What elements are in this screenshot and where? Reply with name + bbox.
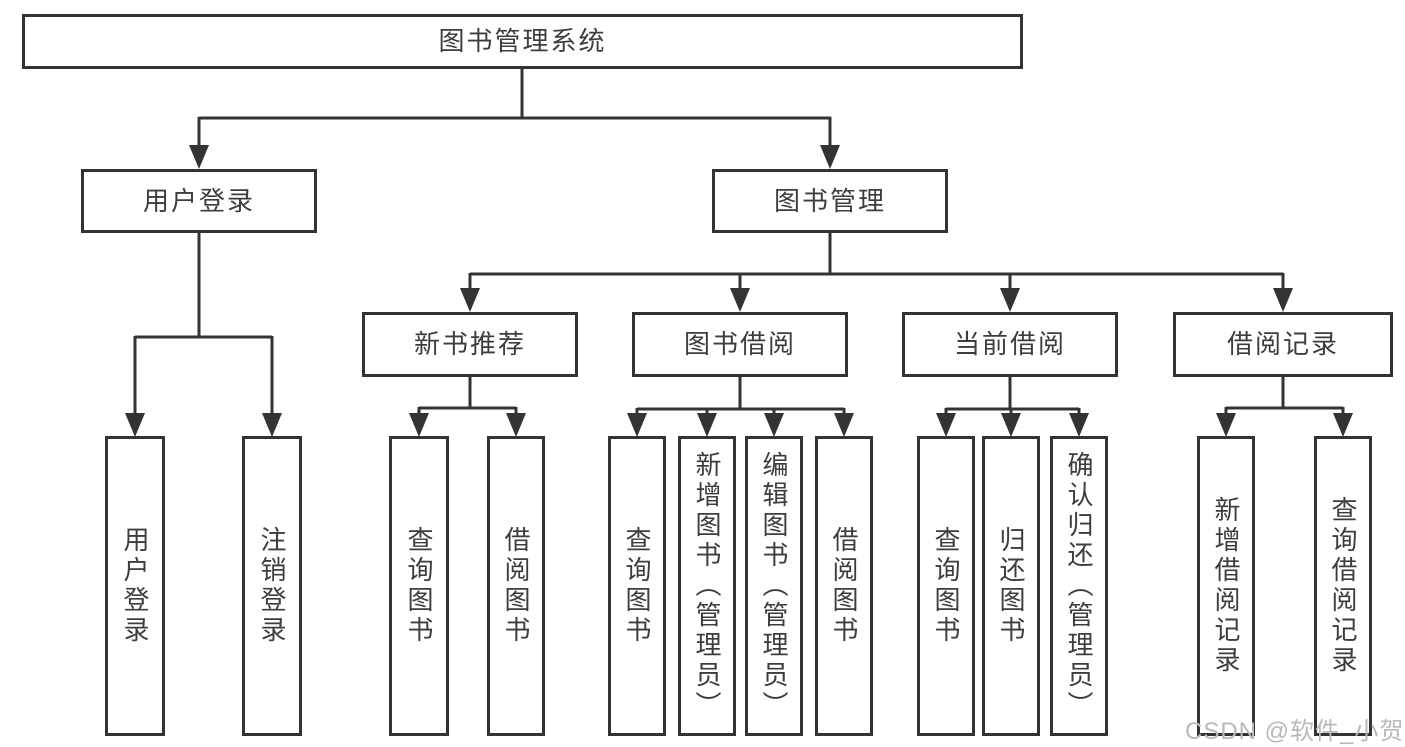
leaf-query-books-recommend-label: 查询图书 bbox=[404, 526, 434, 646]
node-user-login-label: 用户登录 bbox=[142, 185, 255, 216]
node-root: 图书管理系统 bbox=[22, 14, 1023, 69]
leaf-add-book-admin: 新增图书（管理员） bbox=[678, 436, 736, 736]
node-current-borrow: 当前借阅 bbox=[902, 312, 1118, 377]
arrowhead-icon bbox=[262, 413, 282, 437]
arrowhead-icon bbox=[1216, 413, 1236, 437]
arrowheads bbox=[125, 145, 1353, 437]
arrowhead-icon bbox=[627, 413, 647, 437]
node-book-borrow-label: 图书借阅 bbox=[683, 329, 796, 360]
node-current-borrow-label: 当前借阅 bbox=[953, 329, 1066, 360]
node-borrow-records-label: 借阅记录 bbox=[1226, 329, 1339, 360]
arrowhead-icon bbox=[936, 413, 956, 437]
arrowhead-icon bbox=[834, 413, 854, 437]
node-book-borrow: 图书借阅 bbox=[632, 312, 848, 377]
connector-line bbox=[468, 233, 1285, 293]
connector-line bbox=[197, 69, 832, 152]
connector-line bbox=[944, 377, 1081, 418]
arrowhead-icon bbox=[1069, 413, 1089, 437]
arrowhead-icon bbox=[1273, 288, 1293, 312]
leaf-add-book-admin-label: 新增图书（管理员） bbox=[692, 451, 722, 721]
leaf-return-book-label: 归还图书 bbox=[996, 526, 1026, 646]
leaf-query-books-borrow: 查询图书 bbox=[608, 436, 666, 736]
connector-line bbox=[1224, 377, 1345, 418]
watermark: CSDN @软件_小贺同学 bbox=[1185, 718, 1405, 745]
arrowhead-icon bbox=[189, 145, 209, 169]
arrowhead-icon bbox=[1000, 288, 1020, 312]
node-book-management: 图书管理 bbox=[712, 169, 948, 233]
leaf-query-books-borrow-label: 查询图书 bbox=[622, 526, 652, 646]
connector-line bbox=[635, 377, 846, 418]
leaf-borrow-books-label: 借阅图书 bbox=[829, 526, 859, 646]
node-new-book-recommend-label: 新书推荐 bbox=[413, 329, 526, 360]
leaf-query-books-current-label: 查询图书 bbox=[931, 526, 961, 646]
arrowhead-icon bbox=[764, 413, 784, 437]
leaf-query-borrow-record: 查询借阅记录 bbox=[1314, 436, 1372, 736]
node-root-label: 图书管理系统 bbox=[438, 26, 607, 57]
connector-line bbox=[417, 377, 518, 418]
arrowhead-icon bbox=[506, 413, 526, 437]
arrowhead-icon bbox=[460, 288, 480, 312]
leaf-borrow-books-recommend: 借阅图书 bbox=[487, 436, 545, 736]
leaf-confirm-return-admin: 确认归还（管理员） bbox=[1050, 436, 1108, 736]
arrowhead-icon bbox=[1001, 413, 1021, 437]
leaf-add-borrow-record-label: 新增借阅记录 bbox=[1211, 496, 1241, 676]
arrowhead-icon bbox=[730, 288, 750, 312]
leaf-query-books-recommend: 查询图书 bbox=[389, 436, 449, 736]
arrowhead-icon bbox=[820, 145, 840, 169]
arrowhead-icon bbox=[697, 413, 717, 437]
leaf-confirm-return-admin-label: 确认归还（管理员） bbox=[1064, 451, 1094, 721]
node-borrow-records: 借阅记录 bbox=[1173, 312, 1393, 377]
leaf-borrow-books-recommend-label: 借阅图书 bbox=[501, 526, 531, 646]
leaf-user-login: 用户登录 bbox=[105, 436, 165, 736]
leaf-logout-label: 注销登录 bbox=[257, 526, 287, 646]
leaf-borrow-books: 借阅图书 bbox=[815, 436, 873, 736]
leaf-query-books-current: 查询图书 bbox=[917, 436, 975, 736]
arrowhead-icon bbox=[409, 413, 429, 437]
leaf-edit-book-admin: 编辑图书（管理员） bbox=[745, 436, 803, 736]
leaf-edit-book-admin-label: 编辑图书（管理员） bbox=[759, 451, 789, 721]
leaf-return-book: 归还图书 bbox=[982, 436, 1040, 736]
leaf-logout: 注销登录 bbox=[242, 436, 302, 736]
node-book-management-label: 图书管理 bbox=[773, 185, 886, 216]
arrowhead-icon bbox=[1333, 413, 1353, 437]
node-new-book-recommend: 新书推荐 bbox=[362, 312, 578, 377]
leaf-query-borrow-record-label: 查询借阅记录 bbox=[1328, 496, 1358, 676]
node-user-login: 用户登录 bbox=[81, 169, 317, 233]
leaf-add-borrow-record: 新增借阅记录 bbox=[1197, 436, 1255, 736]
leaf-user-login-label: 用户登录 bbox=[120, 526, 150, 646]
connector-line bbox=[133, 233, 274, 418]
arrowhead-icon bbox=[125, 413, 145, 437]
